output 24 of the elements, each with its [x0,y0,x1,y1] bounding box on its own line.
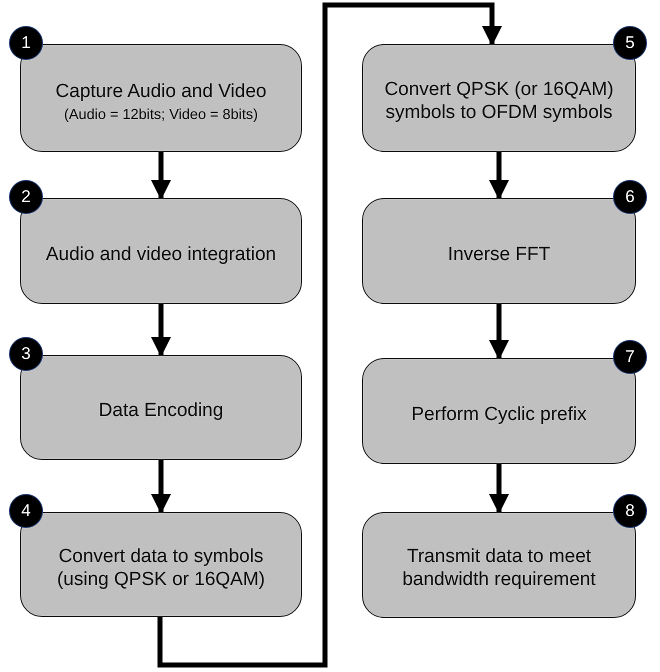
arrow [489,152,509,200]
arrow [489,464,509,514]
step-text: Capture Audio and Video [56,81,266,104]
step-text: Inverse FFT [448,244,550,266]
step-text: Audio and video integration [46,244,276,266]
step-number: 2 [9,180,43,214]
step-number: 5 [613,26,647,60]
step-text: Convert QPSK (or 16QAM) symbols to OFDM symbols [383,79,615,125]
arrow [158,2,502,668]
step-text: Perform Cyclic prefix [411,404,587,426]
step-number: 7 [613,340,647,374]
arrow [489,304,509,360]
step-number: 3 [9,337,43,371]
arrow [151,304,171,357]
step-note: (Audio = 12bits; Video = 8bits) [64,106,258,123]
arrow [151,460,171,514]
step-text: Data Encoding [98,400,224,423]
step-text: Transmit data to meet bandwidth requirement [401,546,597,592]
step-text: Convert data to symbols (using QPSK or 16QAM) [56,546,266,592]
step-number: 8 [613,494,647,528]
step-number: 1 [9,26,43,60]
arrow [151,152,171,200]
step-number: 6 [613,180,647,214]
step-number: 4 [9,494,43,528]
